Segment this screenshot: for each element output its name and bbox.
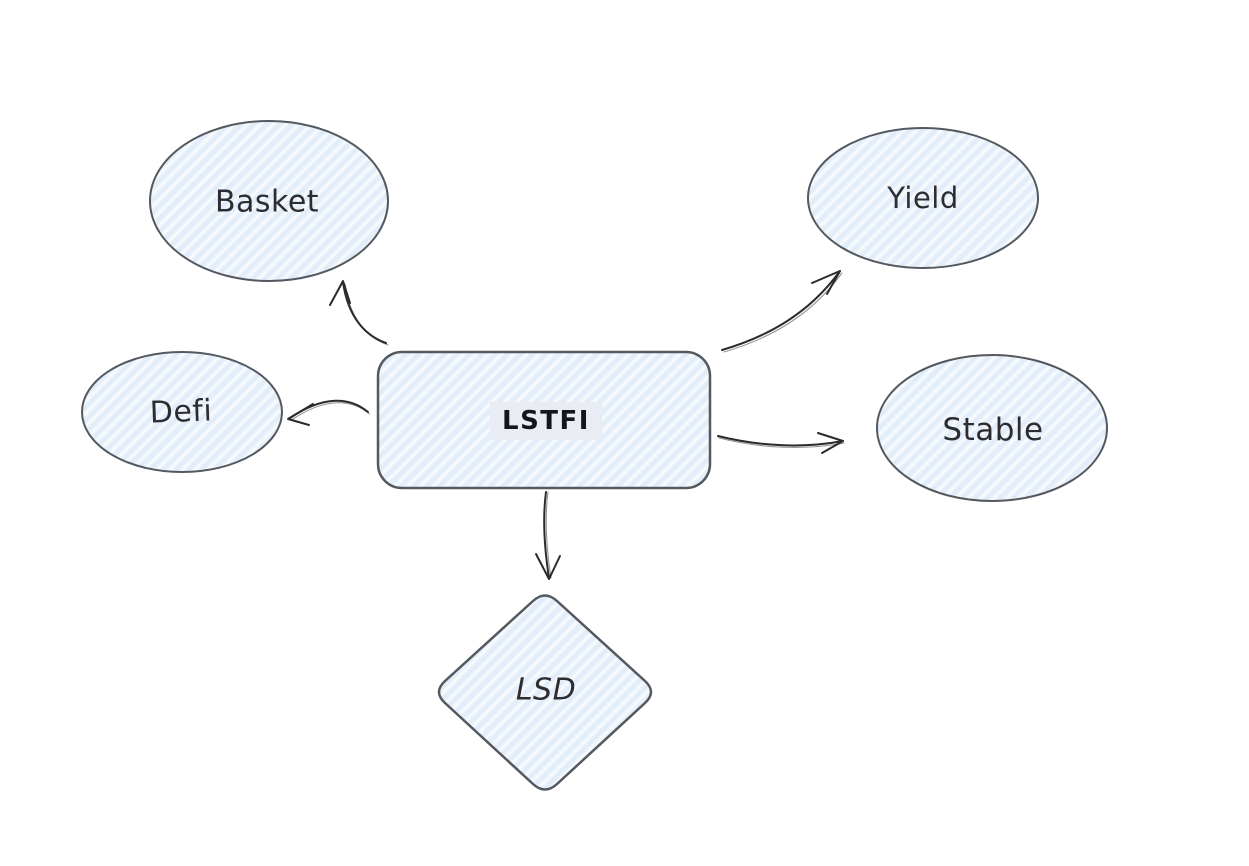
node-label-basket: Basket xyxy=(214,184,320,220)
node-label-lstfi: LSTFI xyxy=(490,402,602,440)
node-yield-shape xyxy=(807,127,1039,269)
arrowhead-icon xyxy=(287,403,314,426)
arrow-sketch-line xyxy=(718,437,845,448)
arrow-sketch-line xyxy=(290,402,371,421)
arrow-line xyxy=(342,281,387,344)
arrowhead-icon xyxy=(811,270,841,295)
node-yield[interactable] xyxy=(807,127,1039,269)
node-stable[interactable] xyxy=(876,354,1108,502)
arrowhead-icon xyxy=(535,553,561,580)
node-label-stable: Stable xyxy=(942,412,1044,448)
arrowhead-icon xyxy=(817,432,844,454)
arrow-lstfi-defi[interactable] xyxy=(287,399,371,426)
node-defi[interactable] xyxy=(81,351,283,473)
arrow-lstfi-stable[interactable] xyxy=(717,432,845,454)
node-label-defi: Defi xyxy=(149,393,213,431)
arrow-line xyxy=(543,491,550,579)
node-label-yield: Yield xyxy=(887,181,959,215)
arrow-sketch-line xyxy=(344,283,389,346)
node-lsd[interactable] xyxy=(437,594,653,791)
node-stable-shape xyxy=(876,354,1108,502)
node-lsd-shape xyxy=(437,594,653,791)
arrows-layer xyxy=(287,270,845,580)
arrow-lstfi-yield[interactable] xyxy=(721,270,843,353)
arrow-lstfi-basket[interactable] xyxy=(329,280,389,346)
node-basket[interactable] xyxy=(149,120,389,282)
arrow-line xyxy=(721,270,841,351)
node-label-lsd: LSD xyxy=(515,672,577,708)
arrow-line xyxy=(717,435,844,447)
arrowhead-icon xyxy=(329,280,351,306)
arrow-sketch-line xyxy=(545,491,552,579)
node-basket-shape xyxy=(149,120,389,282)
arrow-sketch-line xyxy=(723,272,843,353)
arrow-lstfi-lsd[interactable] xyxy=(535,491,561,580)
node-defi-shape xyxy=(81,351,283,473)
